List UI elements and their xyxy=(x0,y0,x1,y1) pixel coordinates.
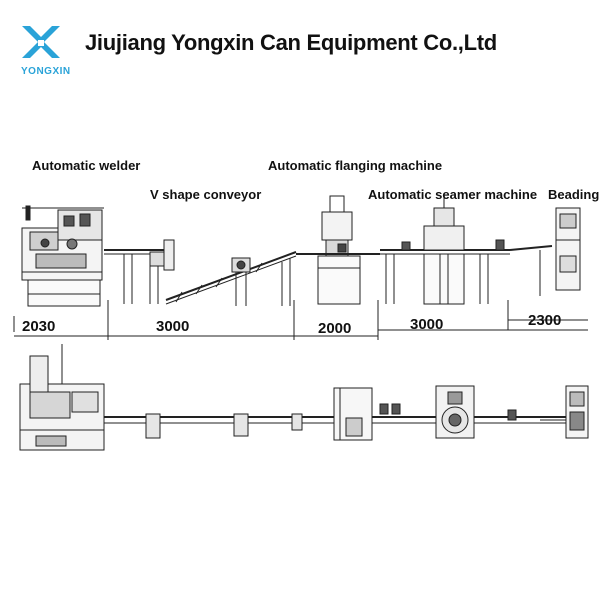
label-v-shape-conveyor: V shape conveyor xyxy=(150,187,262,202)
label-beading: Beading xyxy=(548,187,600,202)
dimension-line xyxy=(13,300,588,340)
label-automatic-seamer-machine: Automatic seamer machine xyxy=(368,187,538,202)
dimension-welder: 2030 xyxy=(22,318,56,335)
straight-conveyor-side xyxy=(104,239,175,304)
beading-machine-plan xyxy=(540,385,589,439)
beading-machine-side xyxy=(509,207,581,296)
company-name: Jiujiang Yongxin Can Equipment Co.,Ltd xyxy=(85,30,497,55)
seamer-machine-plan xyxy=(435,385,517,439)
plan-view xyxy=(19,344,589,451)
logo-text: YONGXIN xyxy=(21,66,71,77)
flanging-machine-side xyxy=(296,195,380,305)
welder-machine-side xyxy=(21,205,104,307)
dimension-beading: 2300 xyxy=(528,312,562,329)
label-automatic-welder: Automatic welder xyxy=(32,158,141,173)
company-logo: YONGXIN xyxy=(20,24,71,77)
dimension-conveyor: 3000 xyxy=(156,318,190,335)
welder-machine-plan xyxy=(19,344,105,451)
flanging-machine-plan xyxy=(333,387,401,441)
dimension-seamer: 3000 xyxy=(410,316,444,333)
label-automatic-flanging-machine: Automatic flanging machine xyxy=(268,158,443,173)
v-shape-conveyor-side xyxy=(165,251,297,306)
dimension-flanging: 2000 xyxy=(318,320,352,337)
seamer-machine-side xyxy=(380,196,510,305)
side-view xyxy=(13,195,588,340)
